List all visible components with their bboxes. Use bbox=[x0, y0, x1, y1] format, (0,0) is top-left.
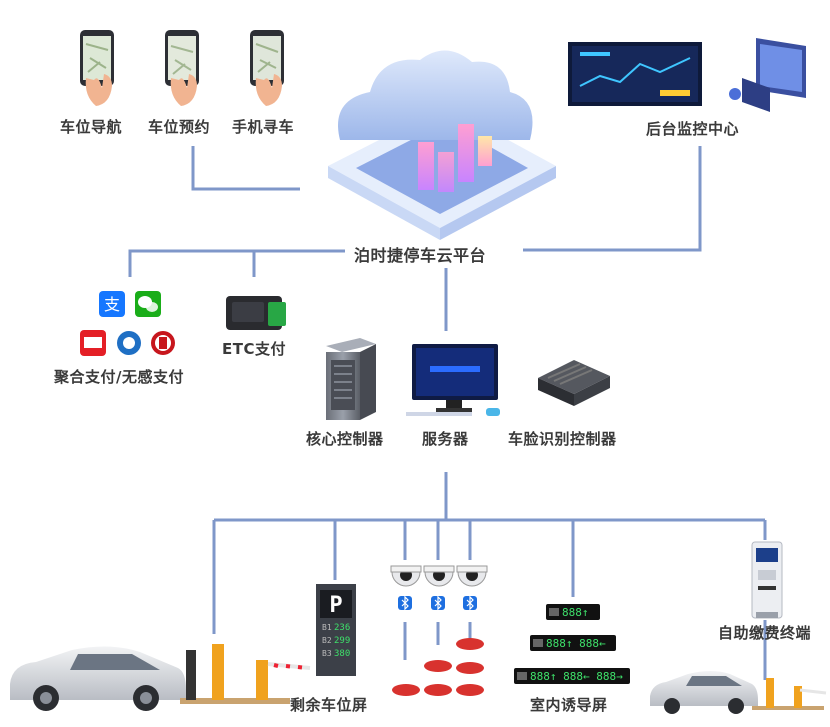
connection-lines bbox=[128, 146, 767, 680]
wechat-pay-icon bbox=[135, 291, 161, 317]
remaining-screen-letter: P bbox=[329, 593, 342, 618]
cloud-platform-illustration bbox=[328, 50, 556, 240]
line-monitor bbox=[523, 146, 702, 252]
parked-red-cars-icon bbox=[392, 638, 484, 696]
guidance-sign-text: 888↑ bbox=[562, 606, 589, 619]
remaining-row-code: B1 bbox=[322, 623, 332, 632]
core-controller-icon bbox=[326, 338, 376, 420]
face-controller-label: 车脸识别控制器 bbox=[508, 430, 617, 448]
guidance-sign-3: 888↑ 888← 888→ bbox=[514, 668, 630, 684]
remaining-screen-rows: B1 236 B2 299 B3 380 bbox=[322, 623, 350, 659]
etc-device-icon bbox=[226, 296, 286, 330]
app-label-navigation: 车位导航 bbox=[60, 118, 123, 136]
icbc-bank-icon bbox=[151, 331, 175, 355]
line-payments bbox=[128, 249, 345, 277]
phone-reserve-icon bbox=[165, 30, 199, 106]
phone-nav-icon bbox=[80, 30, 114, 106]
server-monitor-icon bbox=[406, 344, 500, 416]
car-right-icon bbox=[650, 671, 758, 714]
barrier-gate-right-icon bbox=[752, 678, 827, 710]
phone-findcar-icon bbox=[250, 30, 284, 106]
aggregate-payment-label: 聚合支付/无感支付 bbox=[54, 368, 184, 386]
server-label: 服务器 bbox=[422, 430, 469, 448]
line-apps bbox=[191, 146, 300, 191]
remaining-row-value: 236 bbox=[334, 623, 350, 633]
unionpay-icon bbox=[80, 330, 106, 356]
face-recognition-controller-icon bbox=[538, 360, 610, 406]
bluetooth-icons bbox=[398, 595, 477, 611]
barrier-gate-left-icon bbox=[180, 644, 311, 704]
ccb-bank-icon bbox=[117, 331, 141, 355]
guidance-sign-text: 888↑ 888← bbox=[546, 637, 606, 650]
dome-camera-2-icon bbox=[423, 565, 455, 587]
guidance-sign-2: 888↑ 888← bbox=[530, 635, 616, 651]
remaining-row-code: B2 bbox=[322, 636, 332, 645]
remaining-spaces-screen-icon: P B1 236 B2 299 B3 380 bbox=[316, 584, 356, 676]
kiosk-label: 自助缴费终端 bbox=[718, 624, 812, 642]
alipay-icon: 支 bbox=[99, 291, 125, 317]
guidance-screen-label: 室内诱导屏 bbox=[530, 696, 608, 714]
bluetooth-icon bbox=[463, 595, 477, 611]
bluetooth-icon bbox=[398, 595, 412, 611]
monitor-center-icon bbox=[568, 38, 806, 112]
app-label-reservation: 车位预约 bbox=[148, 118, 211, 136]
car-left-icon bbox=[10, 646, 186, 711]
monitor-center-label: 后台监控中心 bbox=[646, 120, 740, 138]
payment-kiosk-icon bbox=[751, 541, 783, 619]
guidance-sign-1: 888↑ bbox=[546, 604, 600, 620]
dome-camera-1-icon bbox=[390, 565, 422, 587]
etc-payment-label: ETC支付 bbox=[222, 340, 286, 358]
svg-text:支: 支 bbox=[104, 295, 120, 314]
remaining-row-code: B3 bbox=[322, 649, 332, 658]
app-label-find-car: 手机寻车 bbox=[232, 118, 295, 136]
remaining-row-value: 380 bbox=[334, 649, 350, 659]
remaining-row-value: 299 bbox=[334, 636, 350, 646]
dome-camera-3-icon bbox=[456, 565, 488, 587]
remaining-screen-label: 剩余车位屏 bbox=[290, 696, 368, 714]
core-controller-label: 核心控制器 bbox=[306, 430, 384, 448]
cloud-platform-label: 泊时捷停车云平台 bbox=[354, 246, 487, 265]
bluetooth-icon bbox=[431, 595, 445, 611]
guidance-sign-text: 888↑ 888← 888→ bbox=[530, 670, 623, 683]
